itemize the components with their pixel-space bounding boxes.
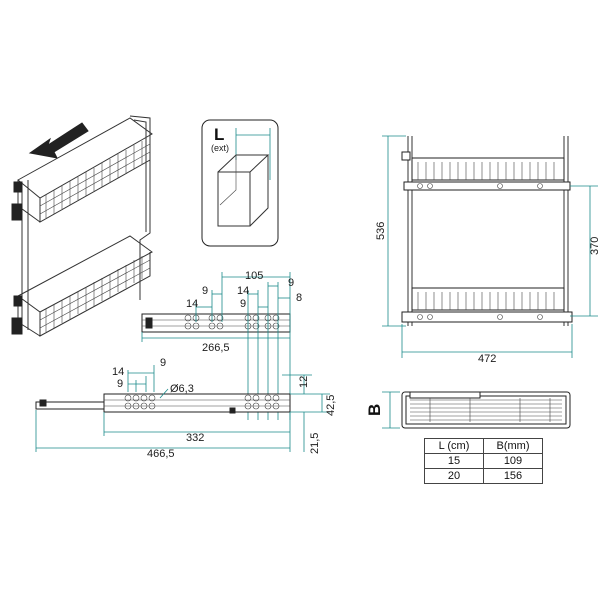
table-header-row: L (cm) B(mm) (424, 438, 543, 454)
table-cell: 20 (424, 468, 484, 484)
dim-diameter: Ø6,3 (170, 383, 194, 395)
table-cell: 15 (424, 453, 484, 469)
box-detail: L (ext) (201, 119, 279, 247)
dim-466-5: 466,5 (147, 448, 175, 460)
basket-perspective (11, 115, 153, 337)
arrow-left-icon (28, 122, 89, 159)
dim-14a: 14 (237, 285, 249, 297)
table-header-b: B(mm) (483, 438, 543, 454)
dim-9c: 9 (240, 298, 246, 310)
dim-9d: 9 (160, 357, 166, 369)
table-cell: 156 (483, 468, 543, 484)
dim-9b: 9 (288, 277, 294, 289)
top-view-label-b: B (365, 404, 384, 416)
dim-266-5: 266,5 (202, 342, 230, 354)
front-view: 536 370 472 (375, 135, 600, 365)
spec-table: L (cm) B(mm) 15 109 20 156 (424, 438, 543, 484)
table-row: 20 156 (424, 468, 543, 484)
dim-9e: 9 (117, 378, 123, 390)
dim-14b: 14 (186, 298, 198, 310)
dim-536: 536 (375, 222, 387, 240)
dim-370: 370 (589, 237, 600, 255)
top-slide: 105 9 9 14 14 9 8 266,5 (141, 270, 302, 420)
dim-105: 105 (245, 270, 263, 282)
dim-14c: 14 (112, 366, 124, 378)
dim-21-5: 21,5 (309, 433, 321, 454)
table-header-l: L (cm) (424, 438, 484, 454)
top-view: B (365, 391, 571, 429)
table-cell: 109 (483, 453, 543, 469)
box-label-ext: (ext) (211, 143, 229, 153)
dim-9a: 9 (202, 285, 208, 297)
box-label-l: L (214, 125, 224, 144)
dim-12: 12 (298, 376, 310, 388)
bottom-slide: 14 9 9 Ø6,3 332 466,5 12 42,5 21,5 (35, 357, 337, 460)
dim-8: 8 (296, 292, 302, 304)
dim-42-5: 42,5 (325, 395, 337, 416)
table-row: 15 109 (424, 453, 543, 469)
dim-332: 332 (186, 432, 204, 444)
dim-472: 472 (478, 353, 496, 365)
